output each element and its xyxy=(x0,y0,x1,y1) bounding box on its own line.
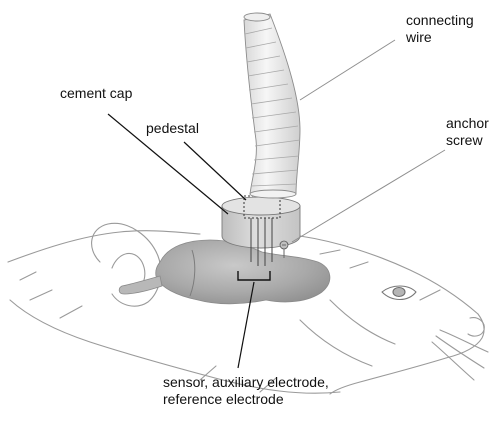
cement-cap xyxy=(222,197,300,248)
connecting-wire-label-line1: connecting xyxy=(406,12,474,29)
anchor-screw-label-line1: anchor xyxy=(446,115,489,132)
cement-cap-label: cement cap xyxy=(60,85,132,102)
brain xyxy=(156,240,330,304)
sensor-label: sensor, auxiliary electrode, reference e… xyxy=(163,374,329,408)
leader-lines xyxy=(292,40,445,242)
leader-pedestal xyxy=(184,142,246,200)
leader-anchor-screw xyxy=(292,150,445,242)
anchor-screw-label: anchor screw xyxy=(446,115,489,149)
sensor-label-line2: reference electrode xyxy=(163,391,329,408)
leader-connecting-wire xyxy=(300,40,395,100)
connecting-wire-label-line2: wire xyxy=(406,29,474,46)
sensor-label-line1: sensor, auxiliary electrode, xyxy=(163,374,329,391)
pedestal-label: pedestal xyxy=(146,120,199,137)
anchor-screw-label-line2: screw xyxy=(446,132,489,149)
connecting-wire-label: connecting wire xyxy=(406,12,474,46)
